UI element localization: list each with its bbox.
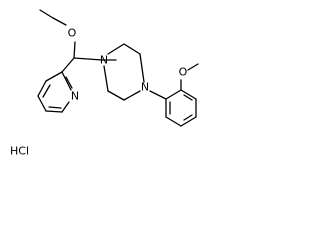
benzene-bond-1: [165, 89, 182, 100]
pyridine-bond-c2-c3: [45, 71, 63, 82]
bond-o-ch: [73, 41, 76, 59]
bond-o-methyl: [187, 63, 199, 71]
pyridine-bond-c3-c4: [37, 80, 47, 97]
piperazine-n1-label: N: [100, 54, 108, 67]
benzene-bond-2: [180, 89, 197, 100]
benzene-double-bond-2: [183, 114, 193, 121]
pyridine-bond-c4-c5: [37, 95, 47, 112]
piperazine-bond-c2-c3: [123, 43, 141, 55]
bond-n4-aryl: [149, 90, 167, 100]
bond-ch-pyridine: [61, 57, 75, 73]
ethoxy-group: [39, 9, 76, 59]
linker-chain: [61, 57, 117, 73]
piperazine-ring: N N: [100, 43, 149, 101]
piperazine-n4-label: N: [141, 81, 149, 94]
chemical-structure: N N N O O HCl: [10, 9, 199, 158]
bond-ethyl-ch2-o: [52, 17, 67, 26]
piperazine-bond-c5-c6: [107, 90, 125, 101]
pyridine-bond-c6-n: [61, 101, 70, 113]
benzene-double-bond-1: [183, 94, 193, 101]
salt-label: HCl: [10, 145, 29, 158]
methoxy-oxygen-label: O: [179, 66, 188, 79]
piperazine-bond-n1-c2: [107, 43, 125, 55]
pyridine-bond-n-c2: [61, 71, 72, 91]
pyridine-bond-c5-c6: [45, 110, 63, 113]
pyridine-ring: N: [37, 71, 79, 113]
pyridine-double-bond-3: [65, 76, 73, 89]
benzene-bond-5: [165, 116, 182, 127]
bond-ch-ch2: [73, 57, 103, 61]
pyridine-double-bond-1: [42, 84, 51, 98]
benzene-bond-4: [180, 116, 197, 127]
ether-oxygen-label: O: [68, 27, 77, 40]
piperazine-bond-c3-n4: [139, 53, 145, 83]
methoxyphenyl-group: O: [149, 63, 199, 127]
pyridine-nitrogen-label: N: [71, 90, 79, 103]
bond-ethyl-ch3-ch2: [39, 9, 54, 19]
pyridine-double-bond-2: [48, 106, 62, 109]
piperazine-bond-n4-c5: [123, 90, 141, 101]
piperazine-bond-c6-n1: [103, 65, 109, 92]
